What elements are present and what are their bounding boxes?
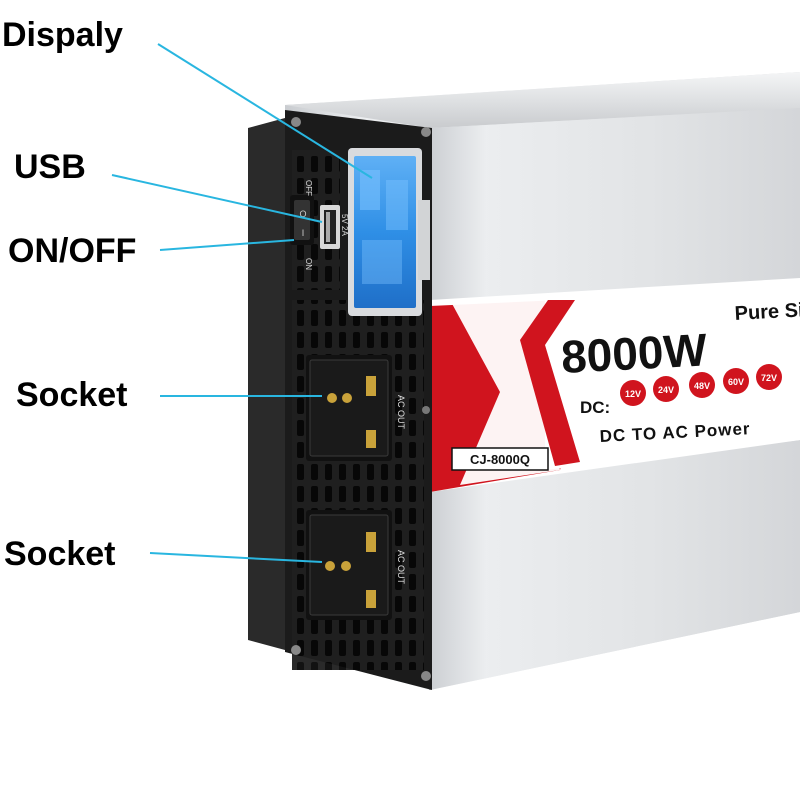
ac-out-label-top: AC OUT [396, 395, 406, 430]
callout-line-usb [111, 174, 323, 223]
callout-onoff-label: ON/OFF [8, 232, 137, 270]
dc-prefix: DC: [580, 398, 610, 417]
switch-on-label: ON [304, 258, 313, 270]
ac-socket-top[interactable]: AC OUT [306, 355, 406, 461]
callout-lines [111, 43, 373, 563]
usb-port[interactable]: 5V 2A [320, 205, 349, 249]
lcd-display [348, 148, 422, 316]
usb-rating-label: 5V 2A [340, 214, 349, 236]
model-number: CJ-8000Q [470, 452, 530, 467]
svg-text:O: O [299, 209, 306, 219]
voltage-badge: 48V [694, 381, 710, 391]
voltage-badges: 12V 24V 48V 60V 72V [620, 364, 782, 406]
tagline: Pure Si [734, 299, 800, 325]
power-switch[interactable]: O I OFF ON [290, 180, 314, 270]
callout-display-label: Dispaly [2, 16, 123, 54]
voltage-badge: 72V [761, 373, 777, 383]
callout-usb-label: USB [14, 148, 86, 186]
ac-socket-bottom[interactable]: AC OUT [306, 510, 406, 620]
callout-socket-top-label: Socket [16, 376, 128, 414]
voltage-badge: 12V [625, 389, 641, 399]
svg-text:I: I [302, 228, 305, 238]
model-badge: CJ-8000Q [451, 447, 549, 471]
brand-strip [418, 200, 430, 280]
callout-socket-bottom-label: Socket [4, 535, 116, 573]
callout-line-socket-bottom [149, 552, 323, 563]
switch-off-label: OFF [304, 180, 313, 196]
ac-out-label-bottom: AC OUT [396, 550, 406, 585]
callout-line-onoff [159, 239, 295, 251]
power-rating: 8000W [560, 323, 709, 383]
voltage-badge: 60V [728, 377, 744, 387]
side-label [430, 278, 800, 492]
callout-line-display [157, 43, 373, 179]
voltage-badge: 24V [658, 385, 674, 395]
